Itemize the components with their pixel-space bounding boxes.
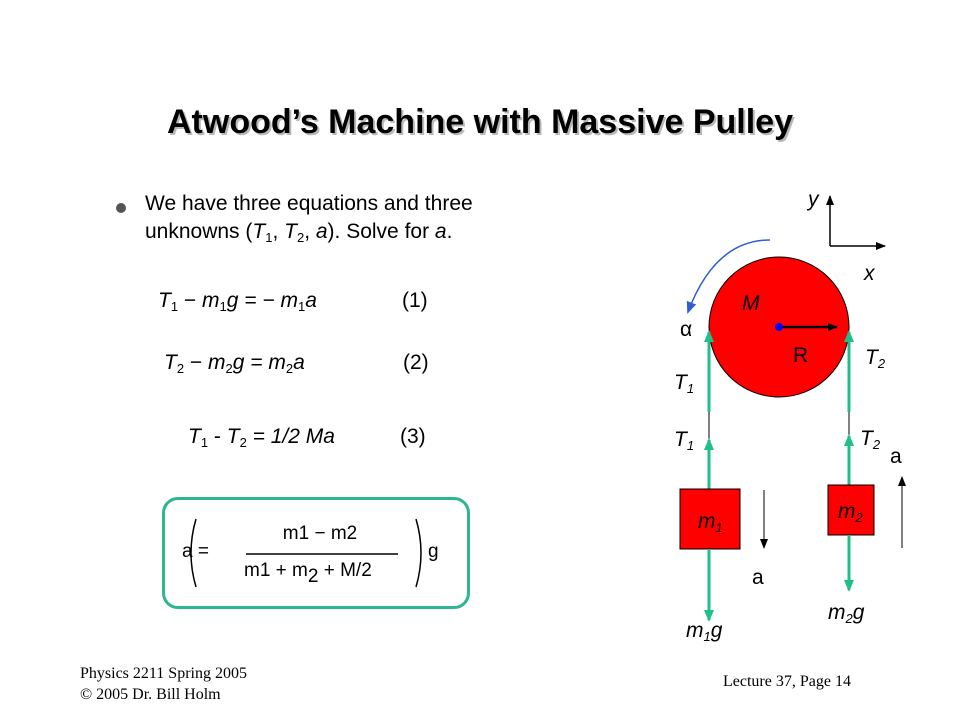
- formula-denominator: m1 + m2 + M/2: [244, 560, 372, 587]
- pulley-axle: [775, 323, 783, 331]
- equation-3: T1 - T2 = 1/2 Ma: [188, 425, 335, 450]
- bullet-line-1: We have three equations and three: [145, 192, 473, 215]
- slide-title: Atwood’s Machine with Massive Pulley: [167, 103, 793, 141]
- y-axis-label: y: [808, 188, 819, 211]
- mass-label-2: m2: [838, 500, 863, 525]
- radius-label: R: [793, 344, 809, 367]
- equation-1: T1 − m1g = − m1a: [158, 289, 317, 314]
- mass-block-1: [679, 488, 741, 550]
- formula-rhs: g: [428, 541, 439, 562]
- angular-acceleration-arrow: [686, 239, 771, 314]
- pulley-mass-label: M: [742, 292, 760, 315]
- alpha-label: α: [680, 318, 693, 341]
- equation-2-number: (2): [403, 351, 429, 374]
- result-formula-box: [162, 497, 470, 609]
- equation-3-number: (3): [400, 425, 426, 448]
- formula-lhs: a =: [182, 541, 209, 562]
- bullet-line-2: unknowns (T1, T2, a). Solve for a.: [145, 220, 453, 245]
- footer-course: Physics 2211 Spring 2005: [80, 665, 247, 682]
- footer-copyright: © 2005 Dr. Bill Holm: [80, 686, 221, 703]
- result-formula-brackets: [190, 518, 422, 588]
- tension-label-left-top: T1: [674, 371, 695, 396]
- weight-label-2: m2g: [828, 601, 865, 626]
- acceleration-label-1: a: [752, 566, 764, 589]
- bullet-marker: [116, 203, 126, 213]
- tension-label-left-bottom: T1: [674, 428, 695, 453]
- acceleration-label-2: a: [890, 445, 902, 468]
- footer-page-number: Lecture 37, Page 14: [723, 673, 851, 690]
- formula-numerator: m1 − m2: [282, 523, 358, 544]
- weight-label-1: m1g: [686, 619, 723, 644]
- mass-label-1: m1: [698, 510, 723, 535]
- equation-2: T2 − m2g = m2a: [164, 351, 305, 376]
- tension-label-right-bottom: T2: [860, 427, 881, 452]
- tension-label-right-top: T2: [865, 346, 886, 371]
- x-axis-label: x: [864, 262, 875, 285]
- equation-1-number: (1): [402, 289, 428, 312]
- mass-block-2: [827, 484, 875, 536]
- atwood-diagram: [679, 195, 906, 622]
